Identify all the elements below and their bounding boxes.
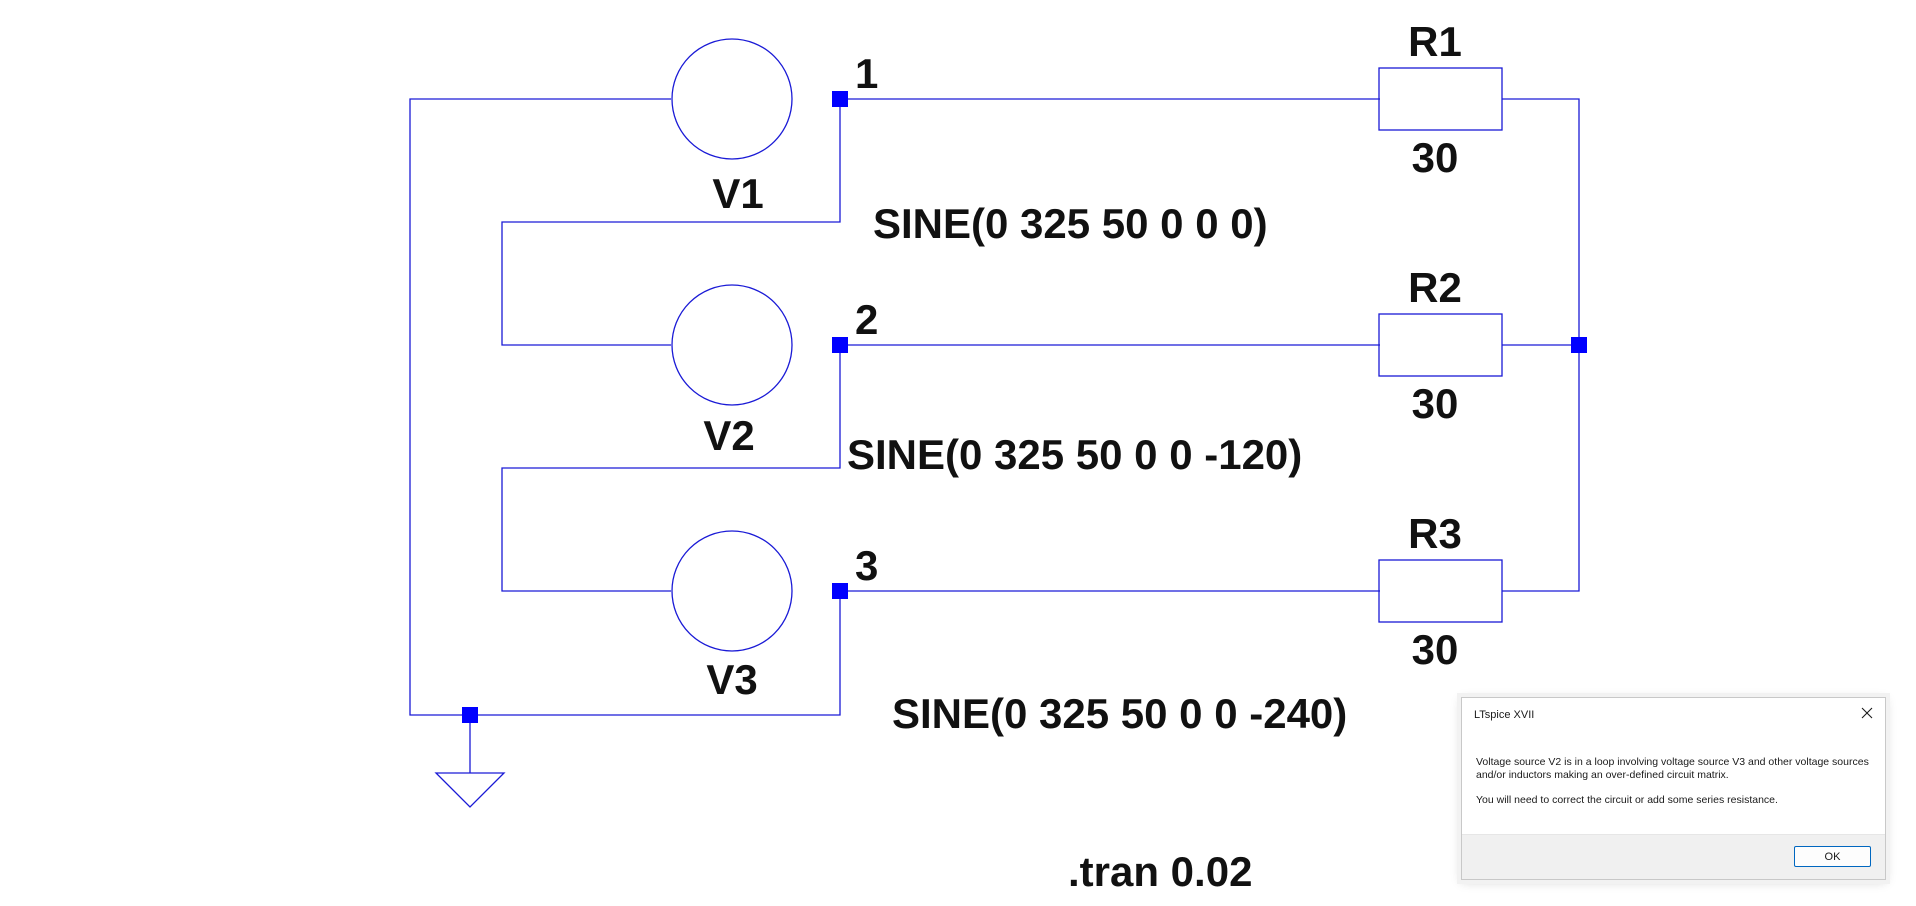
net-label-2[interactable]: 2 xyxy=(855,296,878,343)
node-junction-3 xyxy=(832,583,848,599)
dialog-message-line-1: Voltage source V2 is in a loop involving… xyxy=(1476,756,1869,781)
resistor-value-r3[interactable]: 30 xyxy=(1412,626,1459,673)
node-junction-2 xyxy=(832,337,848,353)
source-value-v3[interactable]: SINE(0 325 50 0 0 -240) xyxy=(892,690,1347,737)
resistor-r1[interactable] xyxy=(1378,67,1503,131)
dialog-message-line-2: You will need to correct the circuit or … xyxy=(1476,794,1778,806)
source-value-v1[interactable]: SINE(0 325 50 0 0 0) xyxy=(873,200,1268,247)
resistor-name-r3[interactable]: R3 xyxy=(1408,510,1462,557)
source-value-v2[interactable]: SINE(0 325 50 0 0 -120) xyxy=(847,431,1302,478)
node-junction-ground xyxy=(462,707,478,723)
source-name-v1[interactable]: V1 xyxy=(712,170,763,217)
ground-symbol[interactable] xyxy=(434,772,506,808)
resistor-value-r1[interactable]: 30 xyxy=(1412,134,1459,181)
dialog-footer: OK xyxy=(1462,834,1885,879)
dialog-title: LTspice XVII xyxy=(1474,709,1535,721)
resistor-r3[interactable] xyxy=(1378,559,1503,623)
node-junction-1 xyxy=(832,91,848,107)
resistor-name-r1[interactable]: R1 xyxy=(1408,18,1462,65)
resistor-name-r2[interactable]: R2 xyxy=(1408,264,1462,311)
resistor-value-r2[interactable]: 30 xyxy=(1412,380,1459,427)
wire-ground-loop[interactable] xyxy=(409,98,841,716)
node-junction-neutral xyxy=(1571,337,1587,353)
error-dialog: LTspice XVII Voltage source V2 is in a l… xyxy=(1461,697,1886,880)
ok-button[interactable]: OK xyxy=(1794,846,1871,867)
resistor-r2[interactable] xyxy=(1378,313,1503,377)
source-name-v2[interactable]: V2 xyxy=(703,412,754,459)
close-button[interactable] xyxy=(1855,702,1879,724)
voltage-source-v1[interactable] xyxy=(671,38,793,160)
dialog-message: Voltage source V2 is in a loop involving… xyxy=(1476,756,1875,819)
wire-v2-v3[interactable] xyxy=(501,345,841,592)
source-name-v3[interactable]: V3 xyxy=(706,656,757,703)
spice-directive[interactable]: .tran 0.02 xyxy=(1068,848,1252,895)
voltage-source-v3[interactable] xyxy=(671,530,793,652)
net-label-3[interactable]: 3 xyxy=(855,542,878,589)
close-icon xyxy=(1861,707,1873,719)
wire-v1-v2[interactable] xyxy=(501,99,841,346)
voltage-source-v2[interactable] xyxy=(671,284,793,406)
dialog-titlebar[interactable]: LTspice XVII xyxy=(1462,698,1885,728)
net-label-1[interactable]: 1 xyxy=(855,50,878,97)
